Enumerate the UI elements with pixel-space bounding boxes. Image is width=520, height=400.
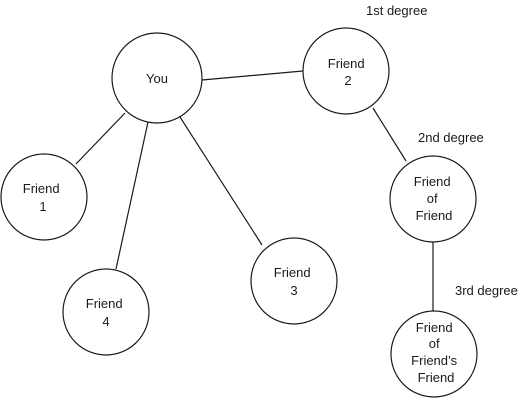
node-friend-of-friend-label: Friend of Friend [414, 174, 454, 223]
node-friend-of-friends-friend-circle [390, 310, 478, 398]
node-friend-of-friends-friend-line-2: of [429, 336, 440, 351]
node-friend-2-circle [302, 27, 390, 115]
node-you-label: You [146, 71, 168, 86]
node-friend-4-label: Friend 4 [86, 296, 126, 329]
node-friend-of-friends-friend-line-3: Friend’s [411, 353, 458, 368]
degree-label-second: 2nd degree [418, 130, 484, 145]
node-friend-1-line-2: 1 [39, 199, 46, 214]
node-friend-4-line-2: 4 [102, 314, 109, 329]
node-friend-4: Friend 4 [62, 268, 150, 356]
node-friend-2-label: Friend 2 [328, 56, 368, 88]
node-friend-3-line-1: Friend [274, 265, 311, 280]
node-friend-3-circle [250, 237, 338, 325]
node-friend-of-friends-friend: Friend of Friend’s Friend [390, 310, 478, 398]
node-friend-2-line-1: Friend [328, 56, 365, 71]
node-friend-1: Friend 1 [0, 153, 88, 241]
node-friend-4-line-1: Friend [86, 296, 123, 311]
edge-you-friend1 [75, 112, 126, 165]
node-friend-of-friend-circle [389, 155, 477, 243]
node-friend-2: Friend 2 [302, 27, 390, 115]
node-friend-of-friend-line-1: Friend [414, 174, 451, 189]
node-friend-3: Friend 3 [250, 237, 338, 325]
degree-label-third: 3rd degree [455, 283, 518, 298]
node-friend-of-friends-friend-label: Friend of Friend’s Friend [411, 320, 461, 385]
node-friend-of-friend-line-2: of [427, 191, 438, 206]
node-friend-1-circle [0, 153, 88, 241]
degree-label-first: 1st degree [366, 3, 427, 18]
node-friend-3-label: Friend 3 [274, 265, 314, 298]
node-friend-of-friends-friend-line-1: Friend [416, 320, 453, 335]
node-friend-1-line-1: Friend [23, 181, 60, 196]
node-friend-of-friends-friend-line-4: Friend [418, 370, 455, 385]
edge-you-friend4 [115, 121, 149, 270]
node-you: You [111, 32, 203, 124]
node-friend-1-label: Friend 1 [23, 181, 63, 214]
node-friend-4-circle [62, 268, 150, 356]
node-you-line-1: You [146, 71, 168, 86]
edges [75, 70, 434, 313]
node-friend-of-friend: Friend of Friend [389, 155, 477, 243]
edge-you-friend3 [179, 116, 263, 246]
node-friend-2-line-2: 2 [344, 73, 351, 88]
node-you-circle [111, 32, 203, 124]
node-friend-3-line-2: 3 [290, 283, 297, 298]
edge-you-friend2 [201, 70, 304, 81]
node-friend-of-friend-line-3: Friend [416, 208, 453, 223]
edge-friend2-friend-of-friend [372, 107, 407, 162]
